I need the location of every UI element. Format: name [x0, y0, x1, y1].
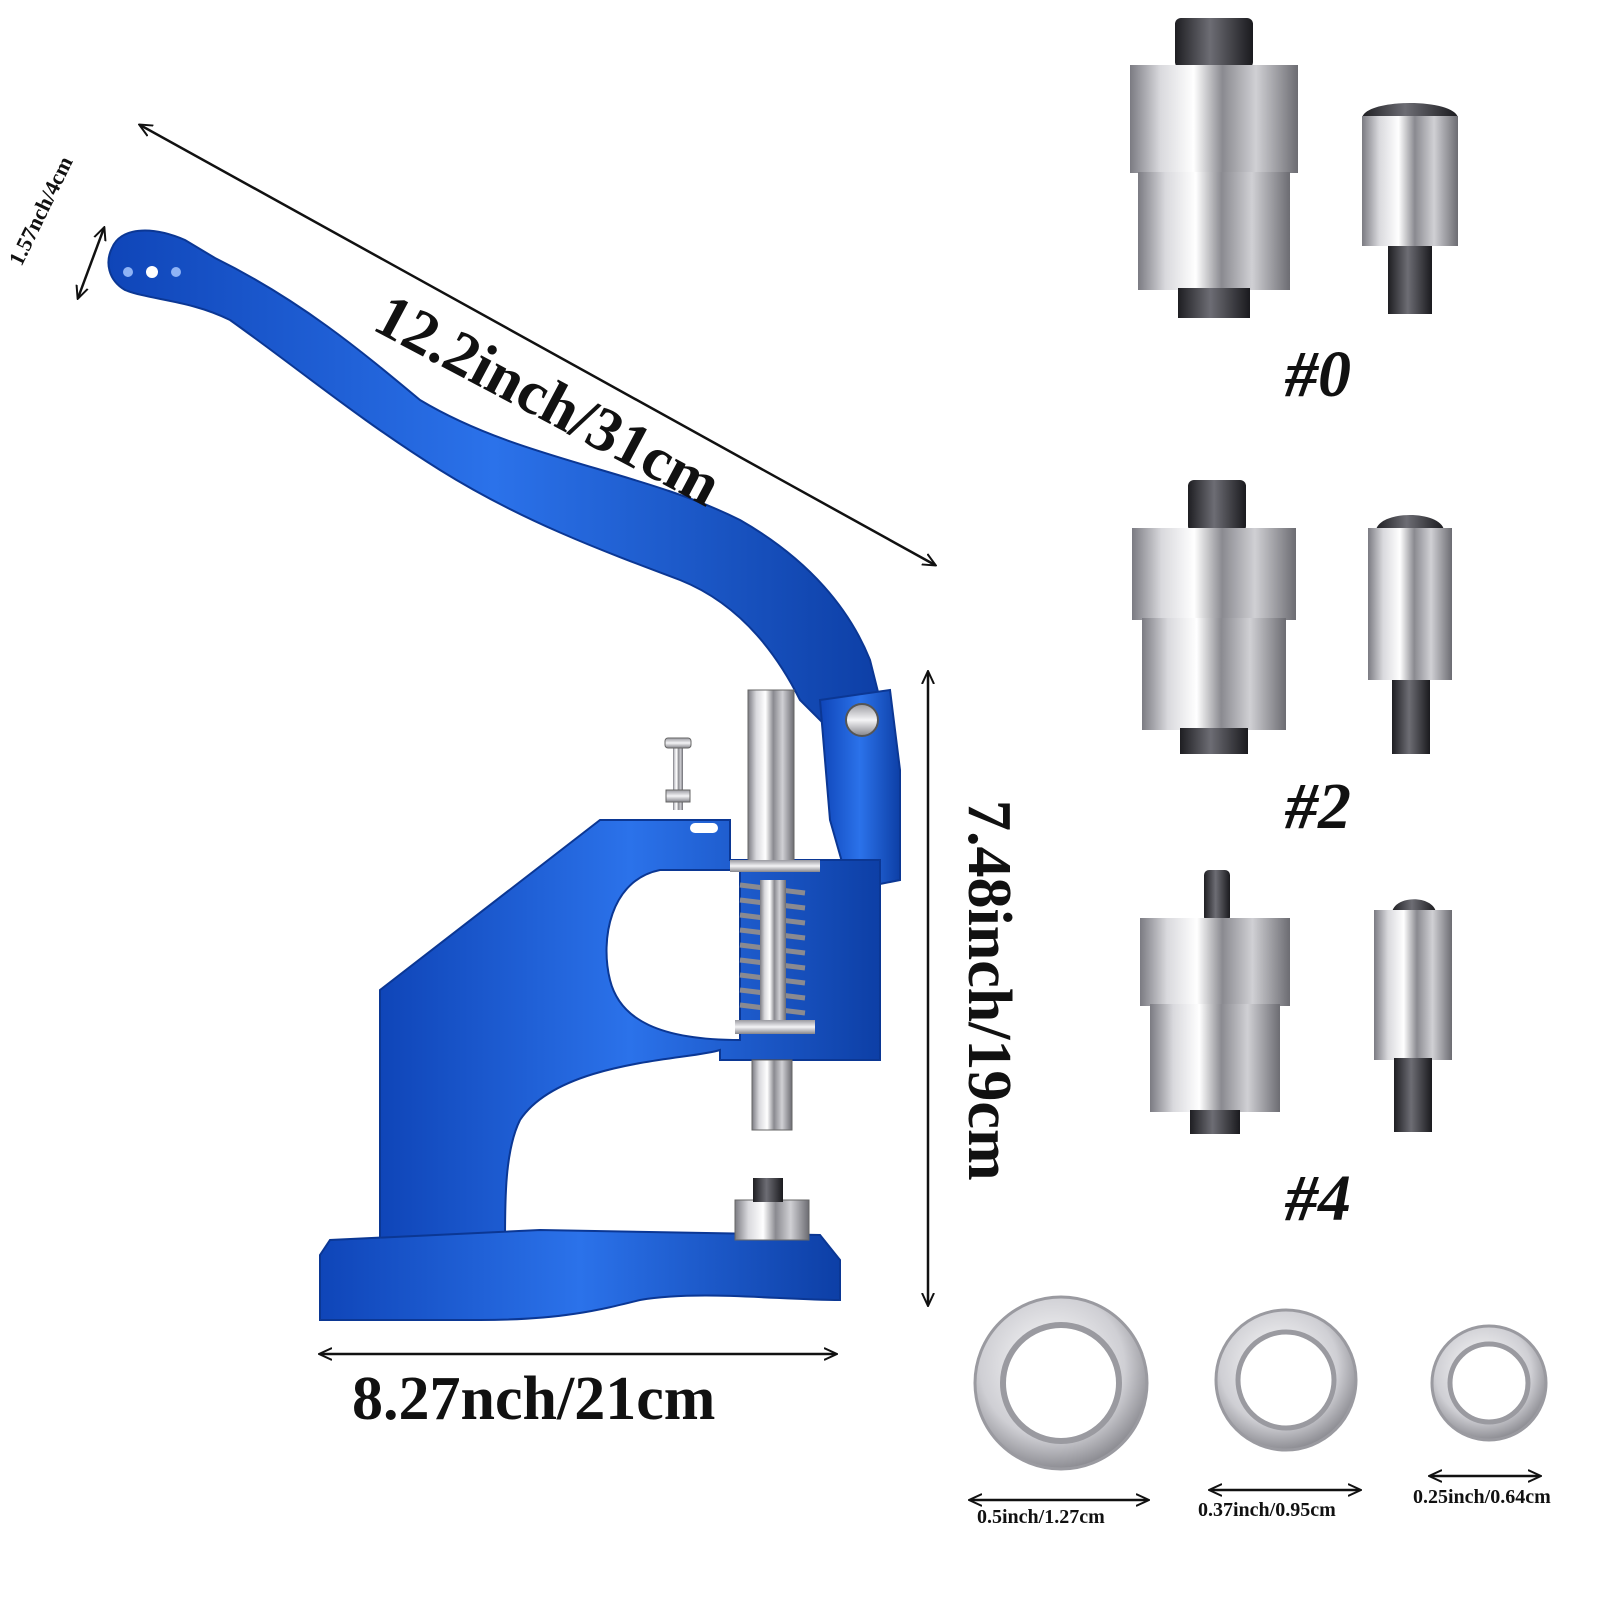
- die-set-label: #4: [1285, 1162, 1351, 1235]
- arrow-icon: [78, 228, 104, 298]
- grommet-image: [1214, 1308, 1358, 1452]
- grommet-size-label: 0.5inch/1.27cm: [977, 1506, 1105, 1528]
- dimension-arrows: [78, 125, 1540, 1500]
- die-image: [1368, 515, 1452, 754]
- handle-hole: [123, 267, 133, 277]
- die-set-label: #2: [1285, 770, 1351, 843]
- press-frame: [379, 819, 881, 1252]
- press-base: [319, 1228, 841, 1321]
- lower-die-mounted: [734, 1199, 810, 1241]
- handle-hole: [146, 266, 158, 278]
- plunger-guide: [730, 860, 820, 872]
- adjust-nut: [665, 789, 691, 803]
- die-image: [1130, 18, 1298, 318]
- grommet-image: [1430, 1324, 1548, 1442]
- pivot-bolt: [845, 703, 879, 737]
- frame-slot: [690, 823, 718, 833]
- die-image: [1132, 480, 1296, 754]
- plunger-collar: [735, 1020, 815, 1034]
- die-image: [1362, 103, 1458, 314]
- lower-die-cap: [753, 1178, 783, 1202]
- upper-die-mounted: [751, 1059, 793, 1131]
- arrow-icon: [140, 125, 935, 565]
- press-handle: [107, 229, 882, 742]
- grommet-size-label: 0.37inch/0.95cm: [1198, 1499, 1336, 1521]
- height-label: 7.48inch/19cm: [955, 800, 1023, 1181]
- grommet-image: [973, 1295, 1149, 1471]
- base-width-label: 8.27nch/21cm: [352, 1365, 716, 1433]
- press-pivot-bracket: [818, 688, 901, 892]
- handle-hole: [171, 267, 181, 277]
- adjust-screw: [673, 745, 683, 810]
- plunger-top: [747, 689, 795, 871]
- press-throat: [605, 869, 741, 1042]
- grommet-size-label: 0.25inch/0.64cm: [1413, 1486, 1551, 1508]
- adjust-screw-head: [664, 737, 692, 749]
- spring-core: [760, 880, 786, 1020]
- die-image: [1374, 899, 1452, 1132]
- die-set-label: #0: [1285, 338, 1351, 411]
- die-image: [1140, 870, 1290, 1134]
